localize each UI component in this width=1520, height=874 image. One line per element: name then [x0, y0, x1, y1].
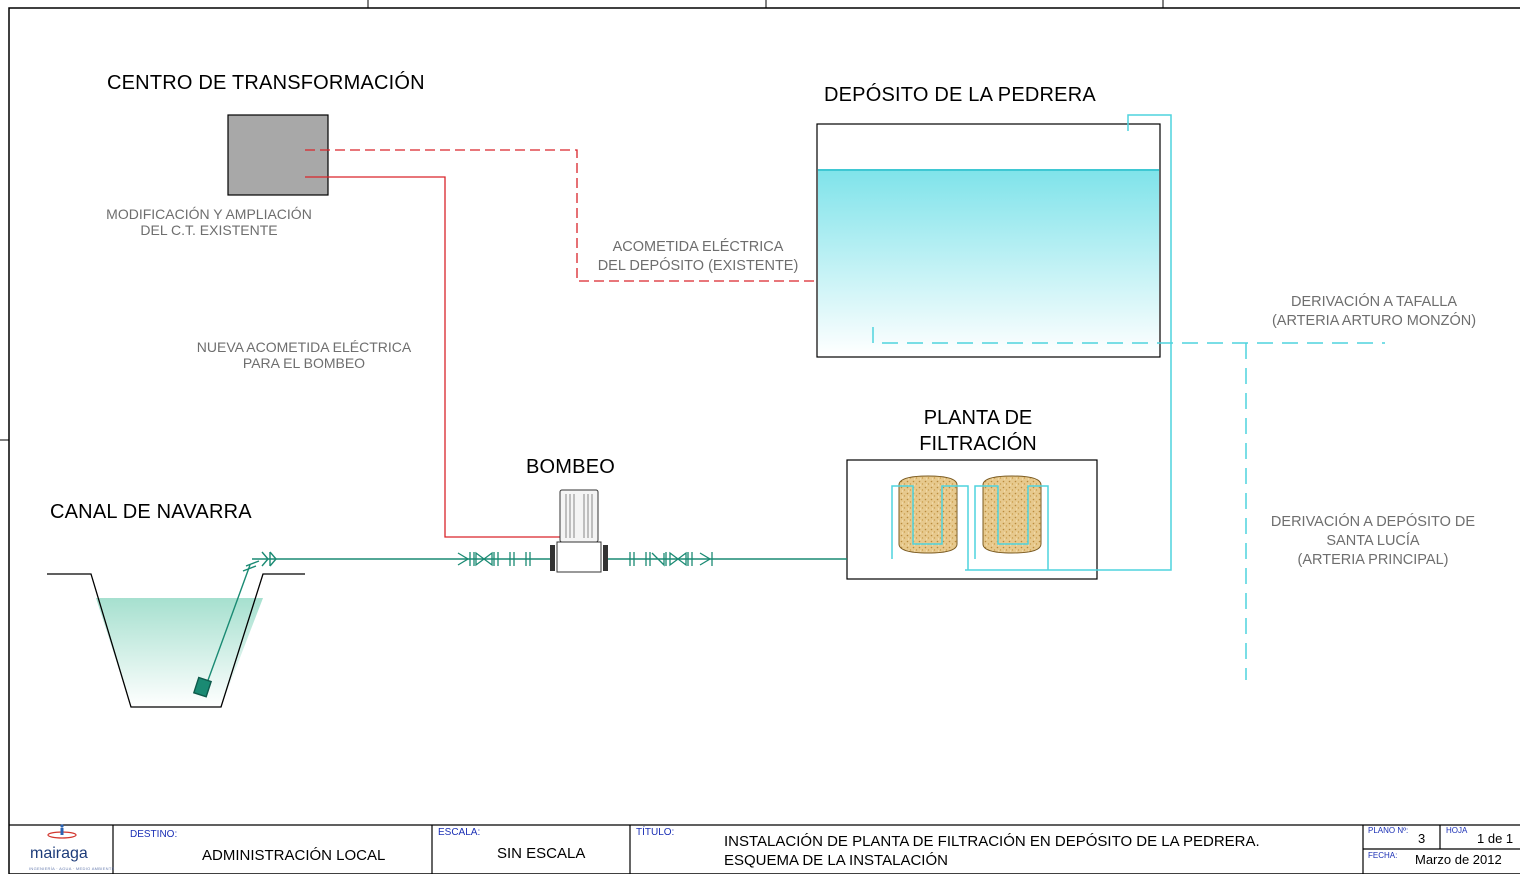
label-canal-navarra: CANAL DE NAVARRA — [50, 501, 252, 523]
new-electric-line — [305, 176, 560, 538]
note-line: (ARTERIA ARTURO MONZÓN) — [1271, 313, 1477, 329]
existing-electric-line — [305, 149, 815, 282]
titulo-label: TÍTULO: — [636, 827, 675, 838]
filtration-plant — [846, 459, 1098, 580]
note-line: DERIVACIÓN A TAFALLA — [1290, 294, 1457, 310]
escala-label: ESCALA: — [438, 827, 481, 838]
fecha-label: FECHA: — [1368, 851, 1398, 860]
title-line: FILTRACIÓN — [919, 433, 1037, 455]
mairaga-logo-mark — [47, 824, 77, 839]
fecha-value: Marzo de 2012 — [1415, 852, 1502, 867]
note-line: PARA EL BOMBEO — [242, 355, 366, 371]
label-centro-transformacion: CENTRO DE TRANSFORMACIÓN — [107, 72, 425, 94]
gate-valve-symbol — [669, 551, 687, 567]
note-line: MODIFICACIÓN Y AMPLIACIÓN — [106, 206, 312, 222]
note-line: (ARTERIA PRINCIPAL) — [1297, 552, 1449, 568]
note-derivacion-santa-lucia: DERIVACIÓN A DEPÓSITO DE SANTA LUCÍA (AR… — [1250, 513, 1496, 570]
note-derivacion-tafalla: DERIVACIÓN A TAFALLA (ARTERIA ARTURO MON… — [1252, 293, 1496, 331]
mairaga-logo-tagline: INGENIERÍA · AGUA · MEDIO AMBIENTE — [29, 866, 115, 871]
note-nueva-acometida: NUEVA ACOMETIDA ELÉCTRICA PARA EL BOMBEO — [174, 339, 434, 371]
valve-group-discharge — [629, 551, 713, 567]
canal-channel — [47, 573, 305, 708]
label-deposito-pedrera: DEPÓSITO DE LA PEDRERA — [824, 84, 1096, 106]
hoja-value: 1 de 1 — [1477, 831, 1514, 846]
valve-group-suction — [457, 551, 531, 567]
destino-value: ADMINISTRACIÓN LOCAL — [202, 847, 386, 864]
outlet-derivation-lines — [872, 327, 1385, 680]
note-line: DEL C.T. EXISTENTE — [140, 222, 278, 238]
title-line: PLANTA DE — [923, 407, 1033, 429]
suction-pipe — [192, 551, 305, 698]
note-line: DERIVACIÓN A DEPÓSITO DE — [1270, 514, 1476, 530]
title-line: INSTALACIÓN DE PLANTA DE FILTRACIÓN EN D… — [724, 833, 1260, 850]
note-line: ACOMETIDA ELÉCTRICA — [612, 239, 784, 255]
reservoir-tank — [816, 123, 1161, 358]
check-valve-symbol — [699, 552, 712, 566]
title-line: ESQUEMA DE LA INSTALACIÓN — [724, 852, 948, 869]
treated-water-piping — [891, 114, 1172, 571]
note-line: SANTA LUCÍA — [1326, 533, 1420, 549]
hoja-label: HOJA — [1446, 826, 1468, 835]
plano-label: PLANO Nº: — [1368, 826, 1409, 835]
label-bombeo: BOMBEO — [526, 456, 615, 478]
check-valve-symbol — [457, 552, 470, 566]
mairaga-logo: mairaga — [30, 845, 88, 862]
gate-valve-symbol — [475, 551, 493, 567]
pump-unit — [550, 489, 608, 573]
label-planta-filtracion: PLANTA DE FILTRACIÓN — [888, 405, 1068, 457]
title-block-frame — [9, 824, 1520, 874]
note-centro-ampliacion: MODIFICACIÓN Y AMPLIACIÓN DEL C.T. EXIST… — [84, 206, 334, 238]
destino-label: DESTINO: — [130, 829, 178, 840]
titulo-value: INSTALACIÓN DE PLANTA DE FILTRACIÓN EN D… — [724, 832, 1260, 870]
non-return-valve-symbol — [651, 552, 665, 567]
note-acometida-existente: ACOMETIDA ELÉCTRICA DEL DEPÓSITO (EXISTE… — [578, 238, 818, 276]
escala-value: SIN ESCALA — [497, 845, 586, 862]
note-line: DEL DEPÓSITO (EXISTENTE) — [597, 258, 799, 274]
plano-value: 3 — [1418, 831, 1426, 846]
note-line: NUEVA ACOMETIDA ELÉCTRICA — [196, 339, 412, 355]
transformer-box — [227, 114, 329, 196]
